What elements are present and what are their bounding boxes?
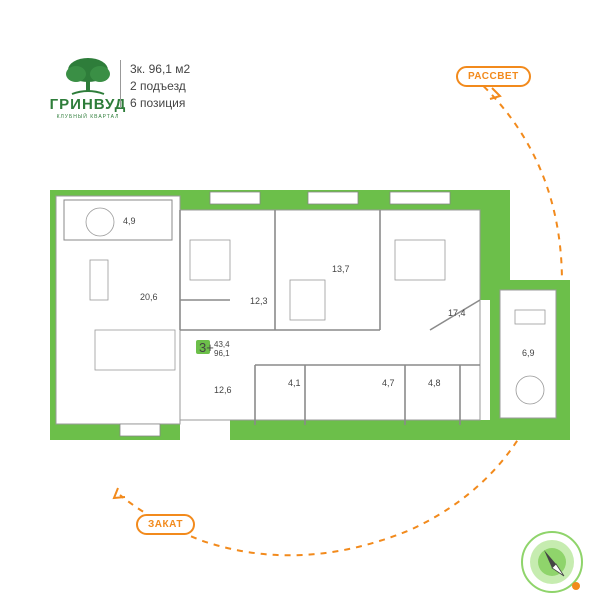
- badge-total-area: 96,1: [214, 349, 230, 358]
- info-entrance: 2 подъезд: [130, 79, 186, 93]
- compass-icon: [521, 531, 583, 593]
- info-area: 3к. 96,1 м2: [130, 62, 191, 76]
- room-balcony-right: 6,9: [522, 348, 535, 358]
- room-living: 20,6: [140, 292, 158, 302]
- room-bedroom-mid: 13,7: [332, 264, 350, 274]
- room-bedroom-right: 17,4: [448, 308, 466, 318]
- brand-subtitle: КЛУБНЫЙ КВАРТАЛ: [56, 114, 120, 120]
- room-storage: 4,8: [428, 378, 441, 388]
- info-position: 6 позиция: [130, 96, 186, 110]
- room-bath1: 4,1: [288, 378, 301, 388]
- sunset-label: ЗАКАТ: [136, 514, 195, 535]
- floor-plan: [50, 190, 570, 440]
- divider: [120, 60, 121, 108]
- tree-icon: [62, 56, 114, 96]
- room-bath2: 4,7: [382, 378, 395, 388]
- wall-bottom-right: [230, 420, 570, 440]
- badge-marker: [196, 340, 210, 354]
- badge-rooms: 3+: [199, 340, 214, 355]
- brand-name: ГРИНВУД: [49, 96, 127, 113]
- room-bedroom-left: 12,3: [250, 296, 268, 306]
- badge-living-area: 43,4: [214, 340, 230, 349]
- room-balcony-top: 4,9: [123, 216, 136, 226]
- room-hall: 12,6: [214, 385, 232, 395]
- sunrise-label: РАССВЕТ: [456, 66, 531, 87]
